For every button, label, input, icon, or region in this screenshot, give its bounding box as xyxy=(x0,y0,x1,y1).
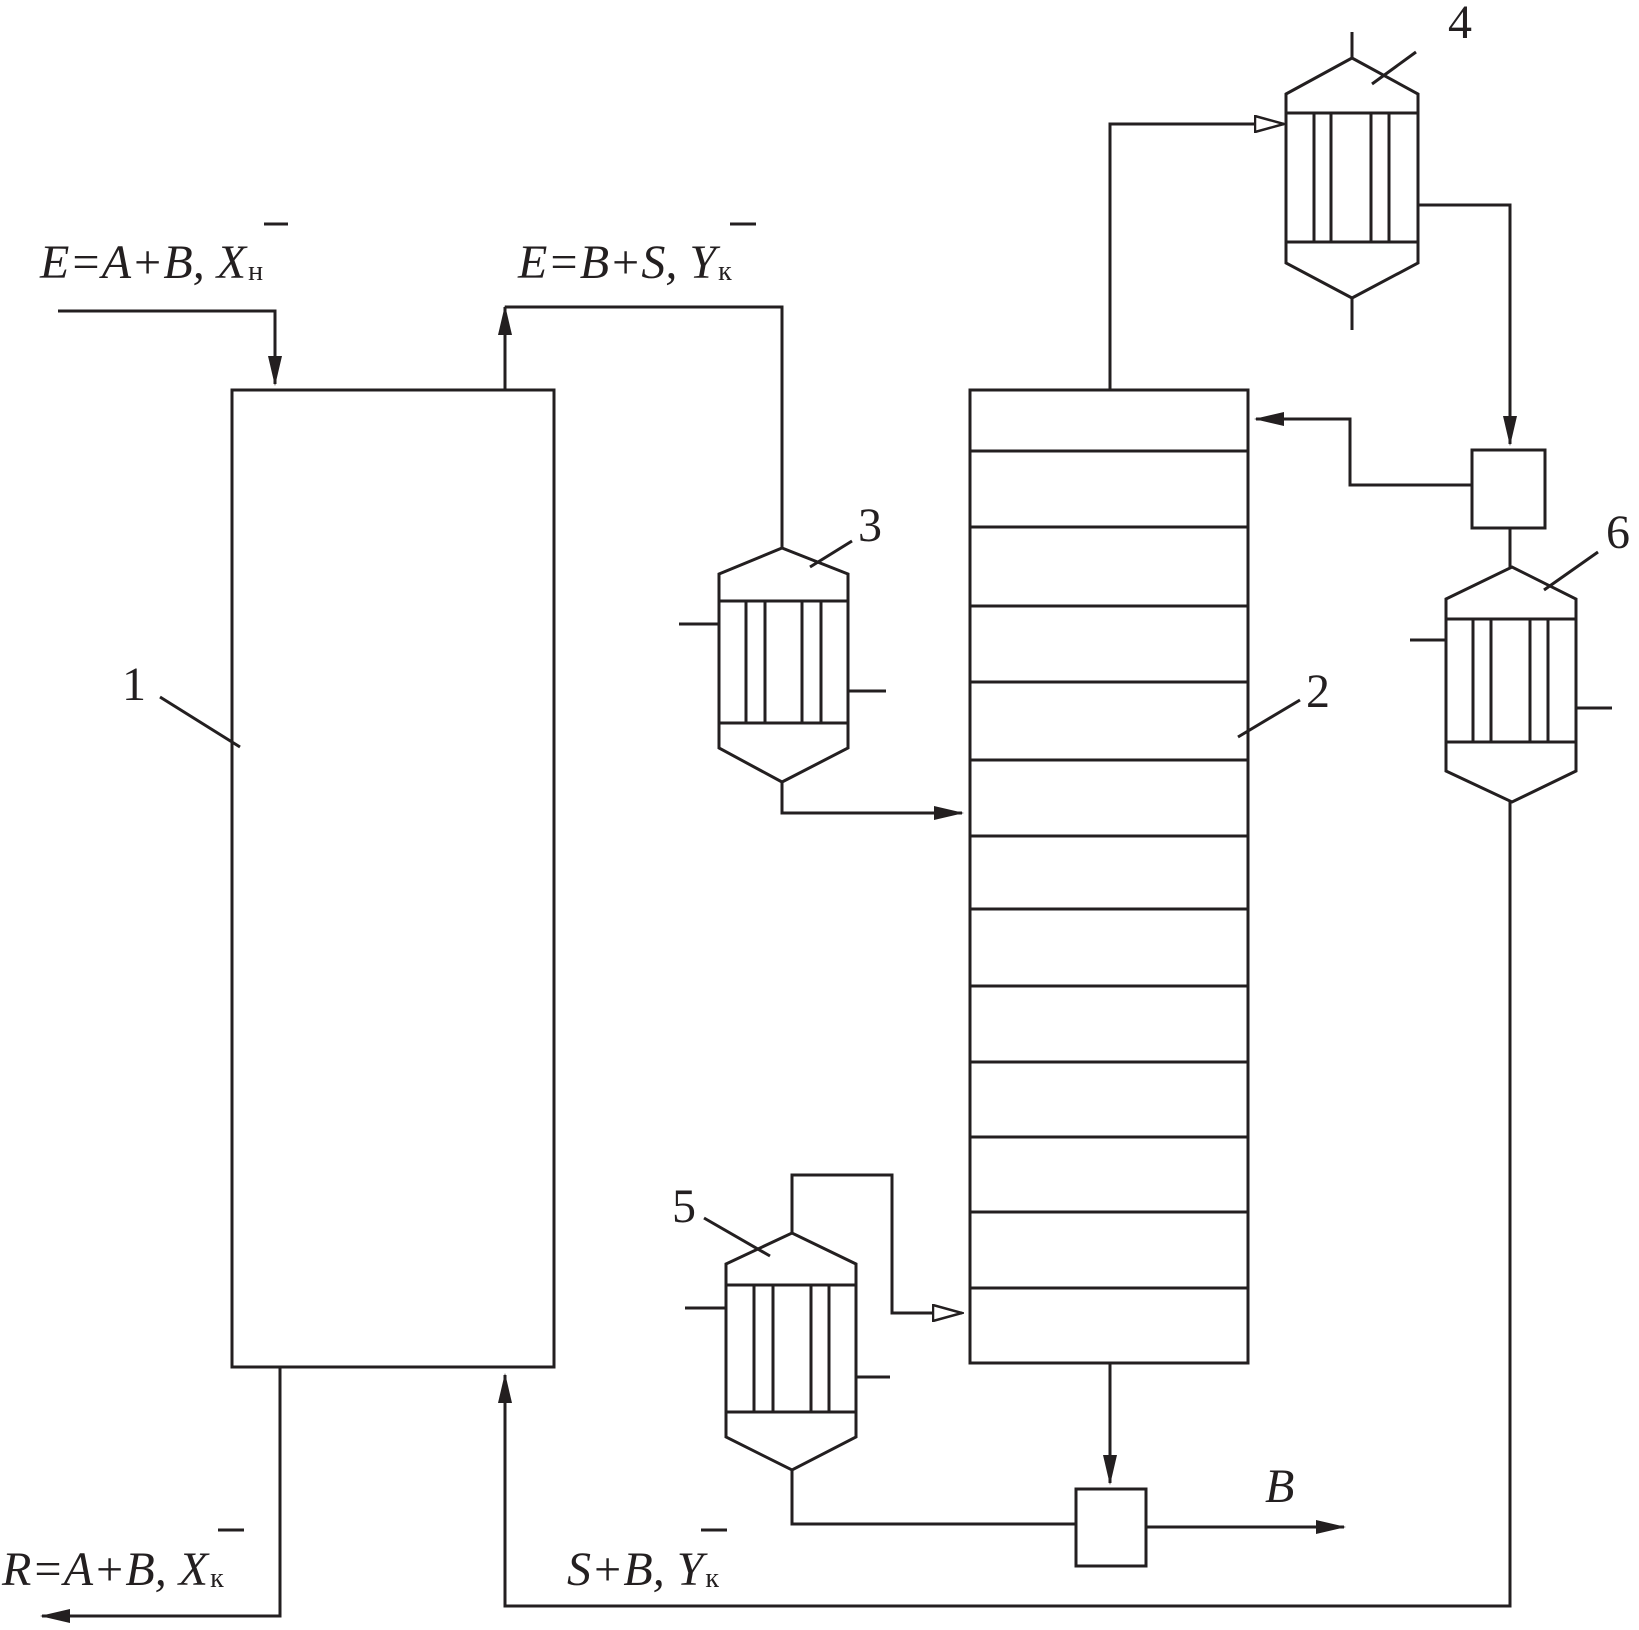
condenser-4 xyxy=(1284,32,1420,330)
svg-text:E=B+S, Yк: E=B+S, Yк xyxy=(517,236,732,289)
column-2 xyxy=(968,388,1250,1365)
solvent-return-label-main: S+B, xyxy=(567,1543,677,1596)
raffinate-label: R=A+B, Xк xyxy=(1,1528,244,1596)
extract-label: E=B+S, Yк xyxy=(517,222,756,289)
heater5-vapor-line xyxy=(790,1173,962,1313)
svg-text:R=A+B, Xк: R=A+B, Xк xyxy=(1,1543,224,1596)
extractor-1 xyxy=(230,388,556,1369)
raffinate-label-symbol: X xyxy=(177,1543,210,1596)
condensate-line xyxy=(1418,203,1517,446)
product-splitter-box xyxy=(1074,1487,1148,1568)
condenser-4-leader xyxy=(1371,50,1417,86)
svg-text:E=A+B, Xн: E=A+B, Xн xyxy=(39,236,263,289)
extract-label-subscript: к xyxy=(718,256,732,287)
number-4: 4 xyxy=(1448,0,1472,49)
raffinate-line xyxy=(40,1367,282,1623)
solvent-return-label-subscript: к xyxy=(705,1563,719,1594)
heat-exchanger-5 xyxy=(685,1231,890,1472)
cooler-6-leader xyxy=(1543,550,1599,592)
number-5: 5 xyxy=(672,1180,696,1233)
product-b-label: B xyxy=(1265,1460,1294,1513)
raffinate-label-subscript: к xyxy=(210,1563,224,1594)
number-1: 1 xyxy=(122,658,146,711)
column-2-leader xyxy=(1237,698,1301,739)
solvent-return-label: S+B, Yк xyxy=(567,1528,727,1596)
feed-label-symbol: X xyxy=(215,236,248,289)
heater3-to-column-line xyxy=(780,782,964,820)
solvent-return-line xyxy=(498,802,1512,1608)
solvent-return-label-symbol: Y xyxy=(677,1543,708,1596)
column-vapor-line xyxy=(1108,124,1284,390)
extract-label-main: E=B+S, xyxy=(517,236,689,289)
heater5-to-box-line xyxy=(790,1470,1076,1526)
number-3: 3 xyxy=(858,499,882,552)
heat-exchanger-3 xyxy=(679,546,886,784)
raffinate-label-main: R=A+B, xyxy=(1,1543,179,1596)
cooler-6 xyxy=(1410,565,1612,804)
svg-text:S+B, Yк: S+B, Yк xyxy=(567,1543,719,1596)
heat-exchanger-5-leader xyxy=(703,1216,771,1258)
extractor-1-leader xyxy=(159,695,241,749)
heat-exchanger-3-leader xyxy=(809,539,853,569)
feed-label-subscript: н xyxy=(248,256,263,287)
feed-label-main: E=A+B, xyxy=(39,236,217,289)
extract-line xyxy=(505,305,784,548)
extract-label-symbol: Y xyxy=(689,236,720,289)
reflux-line xyxy=(1254,412,1472,487)
number-6: 6 xyxy=(1606,506,1630,559)
feed-line xyxy=(58,309,282,386)
reflux-splitter-box xyxy=(1470,448,1547,530)
number-2: 2 xyxy=(1306,665,1330,718)
feed-label: E=A+B, Xн xyxy=(39,222,288,289)
